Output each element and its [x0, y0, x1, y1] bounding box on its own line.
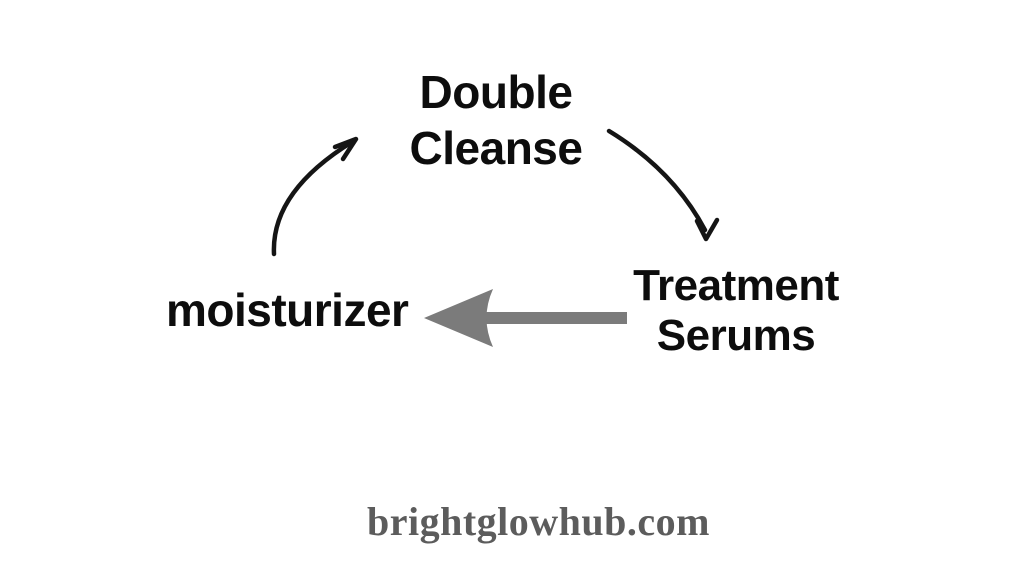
node-double-cleanse: Double Cleanse [409, 66, 583, 175]
node-moisturizer: moisturizer [166, 284, 409, 336]
watermark-site-url: brightglowhub.com [367, 499, 710, 544]
curved-arrow-double-cleanse-to-treatment-serums-icon [606, 128, 720, 242]
thick-arrow-treatment-serums-to-moisturizer-icon [424, 289, 627, 347]
node-treatment-serums: Treatment Serums [633, 261, 839, 361]
curved-arrow-moisturizer-to-double-cleanse-icon [271, 136, 359, 257]
